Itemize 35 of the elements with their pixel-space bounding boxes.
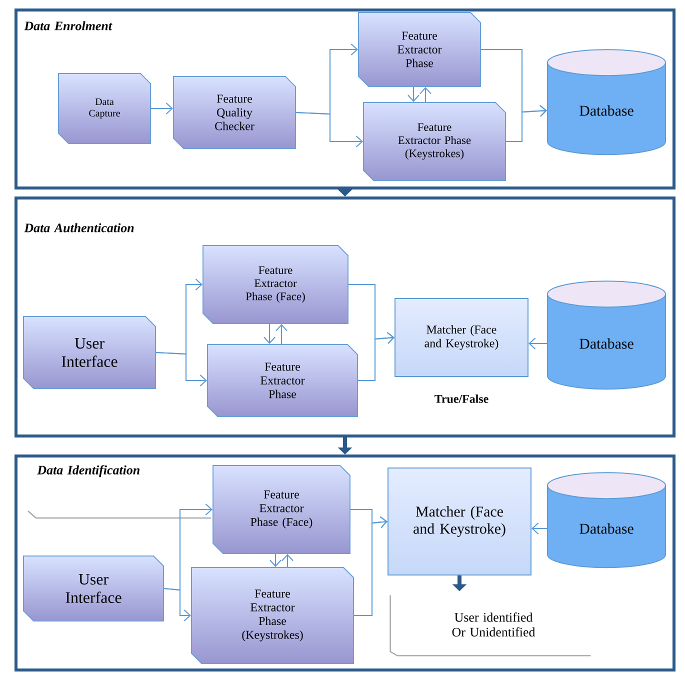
arrow: [358, 332, 394, 382]
arrow: [151, 102, 173, 114]
panel-heading: Data Authentication: [24, 223, 134, 232]
result-label: True/False: [434, 394, 488, 403]
arrow: [264, 324, 276, 344]
arrow: [420, 87, 432, 102]
arrow: [164, 588, 191, 622]
process-box: Feature Quality Checker: [173, 76, 296, 149]
process-box: Feature Extractor Phase (Face): [212, 465, 350, 554]
arrow: [408, 87, 420, 102]
arrow: [270, 554, 282, 567]
arrow: [528, 338, 547, 350]
arrow: [156, 352, 207, 386]
matcher-box: Matcher (Face and Keystroke): [394, 298, 528, 377]
matcher-box: Matcher (Face and Keystroke): [388, 468, 532, 576]
result-text: User identified Or Unidentified: [390, 595, 591, 656]
arrow: [506, 104, 547, 142]
arrow: [276, 324, 288, 344]
database-cylinder: Database: [547, 472, 666, 568]
arrow: [354, 516, 388, 616]
process-box: Feature Extractor Phase (Face): [202, 245, 348, 324]
process-box: User Interface: [23, 556, 164, 622]
process-box: Feature Extractor Phase: [358, 12, 481, 87]
process-box: User Interface: [23, 316, 156, 389]
panel-heading: Data Enrolment: [24, 21, 112, 30]
database-cylinder: Database: [547, 49, 666, 156]
arrow: [296, 112, 363, 148]
process-box: Feature Extractor Phase (Keystrokes): [191, 567, 354, 664]
process-box: Data Capture: [58, 73, 151, 144]
database-cylinder: Database: [547, 280, 666, 390]
process-box: Feature Extractor Phase: [207, 344, 358, 417]
process-box: Feature Extractor Phase (Keystrokes): [363, 102, 506, 181]
arrow: [282, 554, 294, 567]
arrow: [532, 522, 547, 534]
panel-heading: Data Identification: [28, 465, 211, 519]
